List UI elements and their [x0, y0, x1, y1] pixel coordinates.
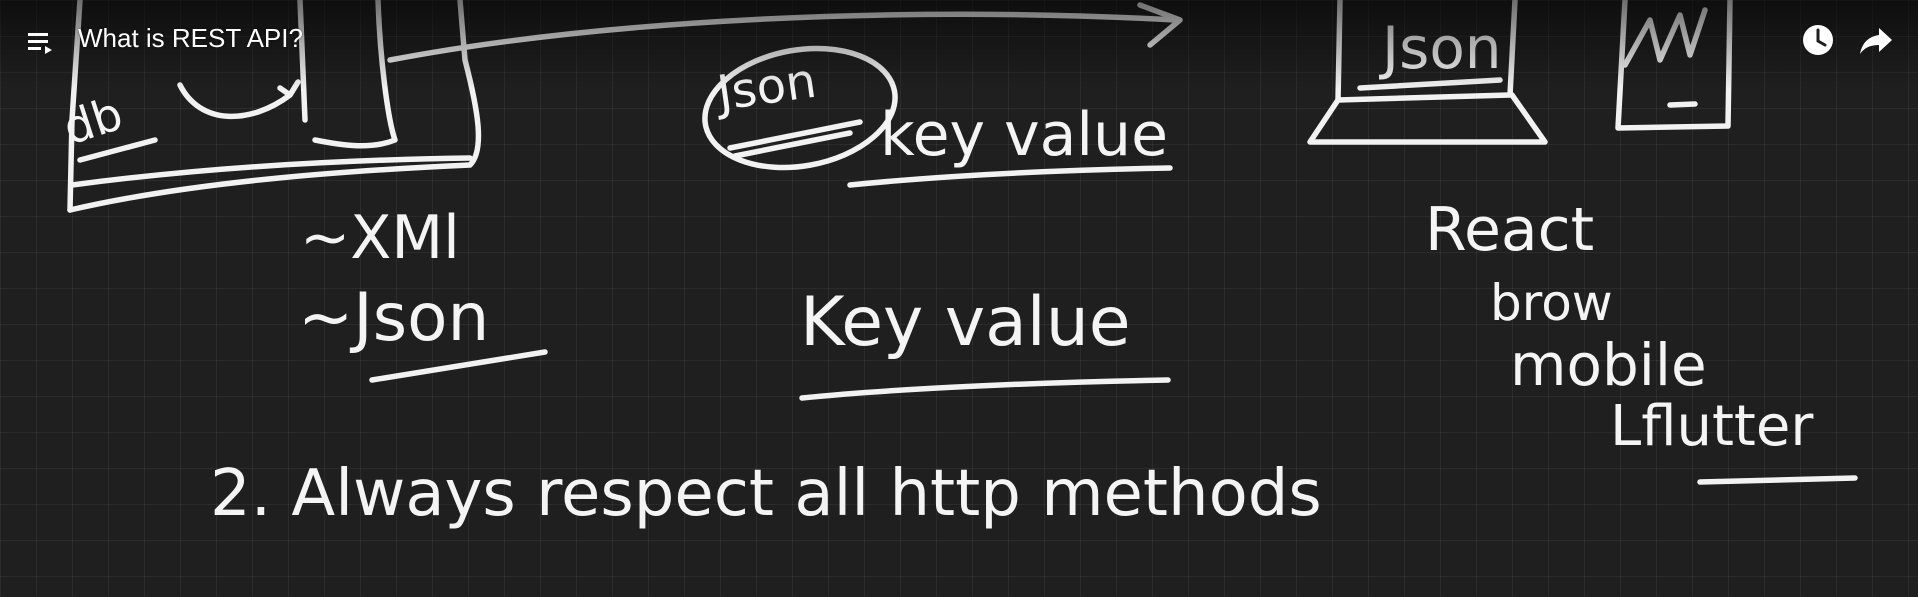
share-arrow-icon: [1860, 28, 1892, 54]
watch-later-button[interactable]: [1796, 18, 1840, 62]
playlist-icon: [28, 33, 52, 54]
playlist-button[interactable]: [24, 24, 60, 60]
video-top-bar: What is REST API?: [0, 0, 1918, 78]
client-flutter: Lflutter: [1610, 394, 1814, 459]
client-mobile: mobile: [1510, 331, 1707, 399]
db-label: db: [57, 86, 129, 155]
client-browser: brow: [1490, 274, 1613, 332]
key-value-top: key value: [880, 100, 1168, 170]
share-button[interactable]: [1854, 18, 1898, 62]
video-title[interactable]: What is REST API?: [78, 23, 303, 53]
rule-text: 2. Always respect all http methods: [210, 457, 1322, 531]
clock-icon: [1803, 25, 1833, 55]
key-value-mid: Key value: [800, 283, 1131, 362]
client-react: React: [1425, 195, 1594, 265]
format-xml: ~XMl: [300, 203, 460, 273]
format-json: ~Json: [298, 279, 489, 356]
